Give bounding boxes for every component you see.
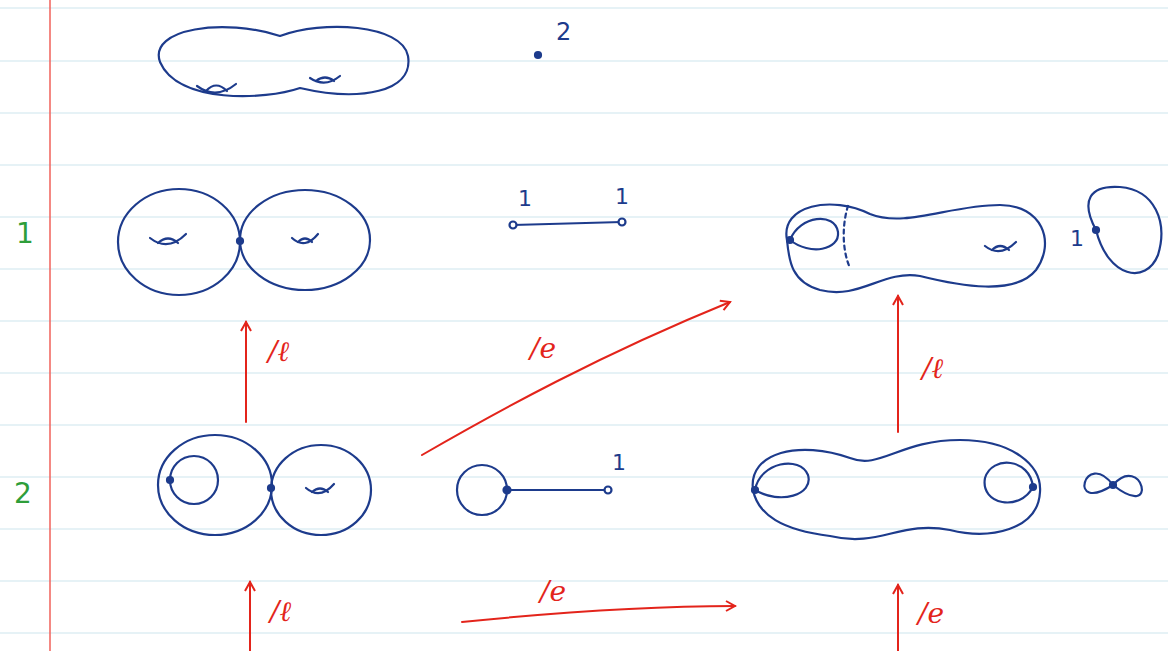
arrow-label: /ℓ	[922, 355, 943, 383]
dual-graph	[457, 465, 612, 515]
arrow-label: /e	[918, 600, 944, 628]
contraction-arrows	[246, 296, 898, 651]
doubly-pinched-surface	[752, 440, 1040, 539]
vertex-genus: 1	[615, 186, 629, 208]
vertex-genus: 1	[612, 452, 626, 474]
arrow-label: /ℓ	[268, 338, 289, 366]
vertex-dot	[535, 52, 541, 58]
pinched-surface	[786, 205, 1045, 293]
vertex-genus: 1	[518, 188, 532, 210]
arrow-label: /ℓ	[270, 598, 291, 626]
vertex-genus: 1	[1070, 228, 1084, 250]
figure-eight-graph	[1084, 474, 1141, 497]
row-number: 2	[14, 480, 32, 508]
arrow-label: /e	[540, 578, 566, 606]
pinched-torus-and-torus	[158, 435, 371, 535]
arrow-label: /e	[530, 335, 556, 363]
dual-graph	[510, 219, 626, 229]
two-tori-nodal	[118, 189, 370, 295]
margin-line	[49, 0, 51, 651]
row-number: 1	[16, 220, 34, 248]
loop-graph	[1088, 187, 1161, 273]
ruled-lines	[0, 8, 1168, 633]
vertex-genus: 2	[556, 20, 571, 44]
genus-two-surface	[159, 27, 409, 96]
